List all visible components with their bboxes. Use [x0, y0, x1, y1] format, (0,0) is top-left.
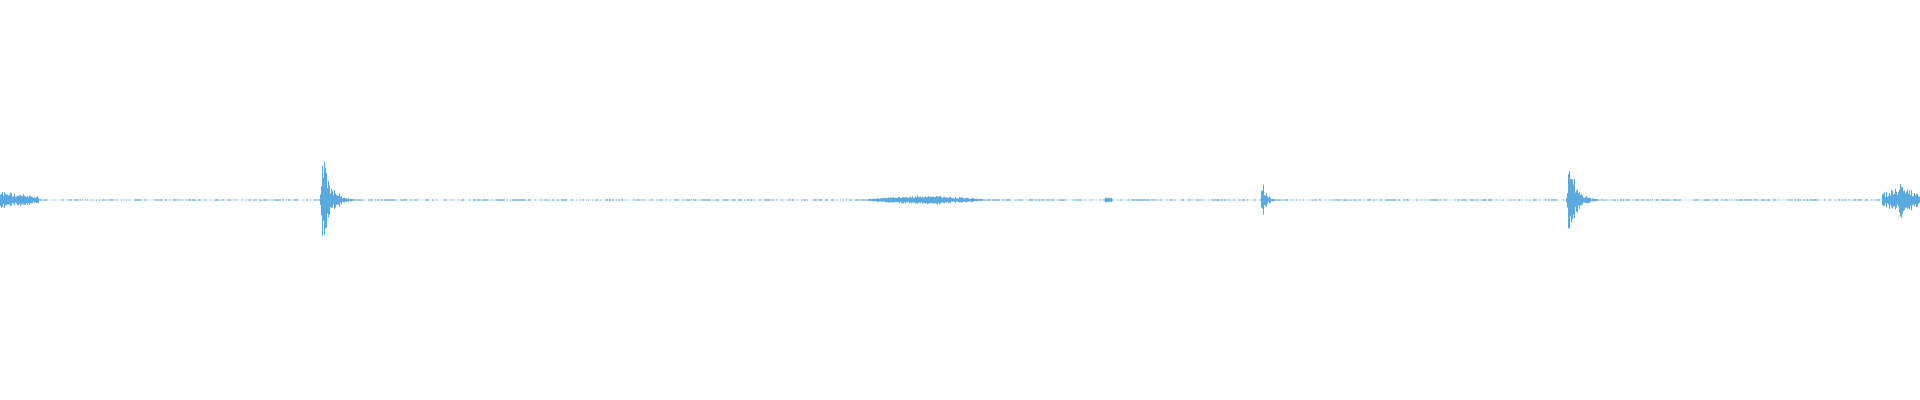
waveform-samples [0, 161, 1920, 236]
waveform-path [0, 161, 1920, 236]
